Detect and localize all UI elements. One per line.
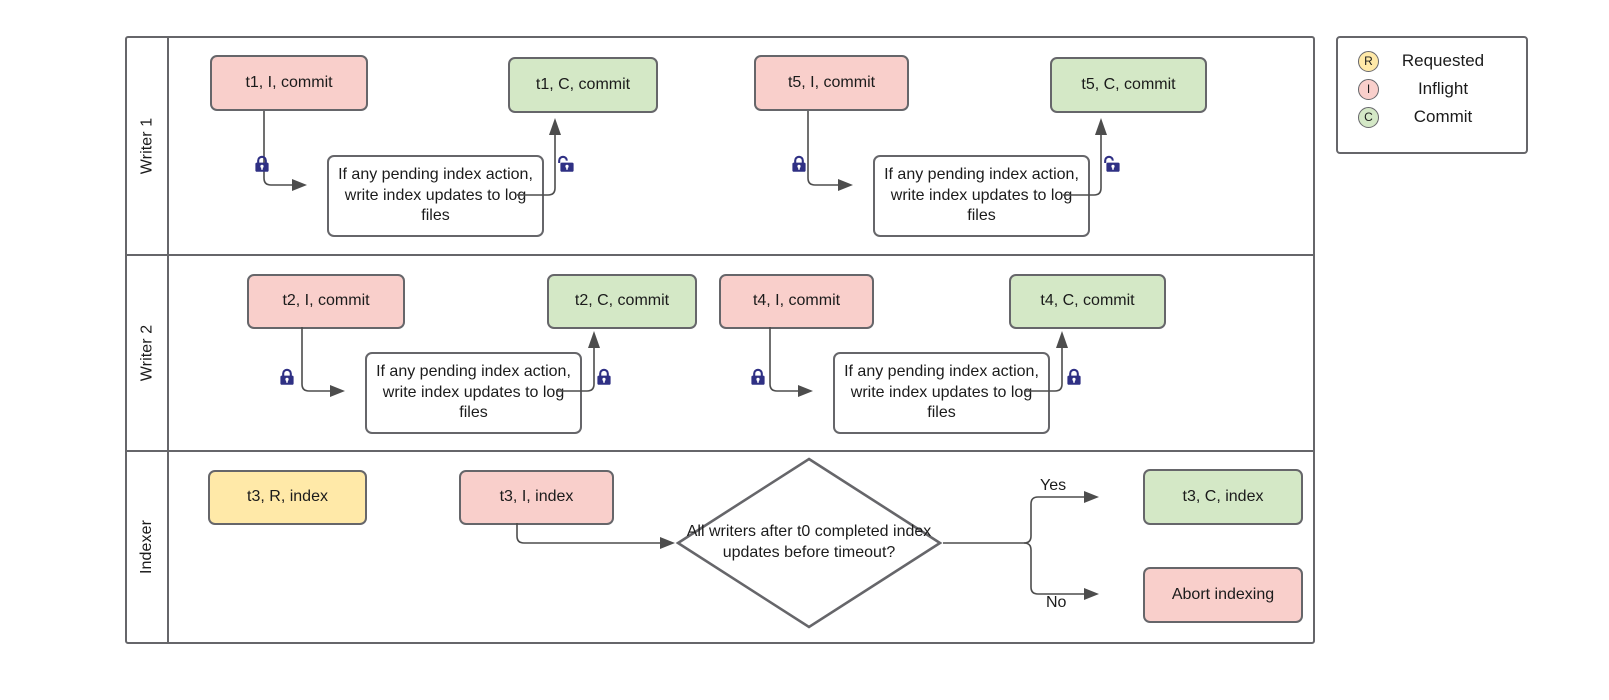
lock-open-icon (555, 154, 575, 174)
node-t5-commit[interactable]: t5, C, commit (1050, 57, 1207, 113)
lock-open-icon (1101, 154, 1121, 174)
node-t1-commit[interactable]: t1, C, commit (508, 57, 658, 113)
node-t1-process[interactable]: If any pending index action, write index… (327, 155, 544, 237)
node-t5-inflight[interactable]: t5, I, commit (754, 55, 909, 111)
node-t4-commit[interactable]: t4, C, commit (1009, 274, 1166, 329)
legend-label-commit: Commit (1413, 107, 1473, 126)
node-abort-indexing[interactable]: Abort indexing (1143, 567, 1303, 623)
node-t1-inflight[interactable]: t1, I, commit (210, 55, 368, 111)
node-t3-commit[interactable]: t3, C, index (1143, 469, 1303, 525)
node-t5-process[interactable]: If any pending index action, write index… (873, 155, 1090, 237)
lane-label-writer1: Writer 1 (138, 117, 156, 175)
lane-writer1: Writer 1 t1, I, commit t1, C, commit If … (127, 38, 1313, 256)
swimlane-pool: Writer 1 t1, I, commit t1, C, commit If … (125, 36, 1315, 644)
legend-item-inflight: I Inflight (1358, 76, 1526, 102)
lane-body-writer1: t1, I, commit t1, C, commit If any pendi… (169, 38, 1313, 254)
lane-header-writer2: Writer 2 (127, 256, 169, 450)
legend-label-requested: Requested (1401, 51, 1485, 70)
decision-diamond[interactable]: All writers after t0 completed index upd… (675, 456, 943, 630)
lock-closed-icon (1064, 367, 1084, 387)
lane-writer2: Writer 2 t2, I, commit t2, C, commit If … (127, 256, 1313, 452)
lane-label-indexer: Indexer (138, 519, 156, 575)
node-t4-process[interactable]: If any pending index action, write index… (833, 352, 1050, 434)
lane-header-writer1: Writer 1 (127, 38, 169, 254)
lock-closed-icon (252, 154, 272, 174)
node-t2-inflight[interactable]: t2, I, commit (247, 274, 405, 329)
lock-closed-icon (748, 367, 768, 387)
lane-label-writer2: Writer 2 (138, 324, 156, 382)
lane-indexer: Indexer t3, R, index t3, I, index t3, C,… (127, 452, 1313, 642)
lane-body-indexer: t3, R, index t3, I, index t3, C, index A… (169, 452, 1313, 642)
legend-item-requested: R Requested (1358, 48, 1526, 74)
lock-closed-icon (594, 367, 614, 387)
legend-badge-inflight-icon: I (1358, 78, 1379, 100)
node-t4-inflight[interactable]: t4, I, commit (719, 274, 874, 329)
legend-item-commit: C Commit (1358, 104, 1526, 130)
lane-header-indexer: Indexer (127, 452, 169, 642)
lock-closed-icon (789, 154, 809, 174)
legend-panel: R Requested I Inflight C Commit (1336, 36, 1528, 154)
node-t3-inflight[interactable]: t3, I, index (459, 470, 614, 525)
node-t2-process[interactable]: If any pending index action, write index… (365, 352, 582, 434)
legend-badge-requested-icon: R (1358, 50, 1379, 72)
edge-label-yes: Yes (1040, 477, 1067, 494)
node-t2-commit[interactable]: t2, C, commit (547, 274, 697, 329)
edge-label-no: No (1046, 594, 1067, 611)
lane-body-writer2: t2, I, commit t2, C, commit If any pendi… (169, 256, 1313, 450)
legend-label-inflight: Inflight (1417, 79, 1469, 98)
lock-closed-icon (277, 367, 297, 387)
node-t3-requested[interactable]: t3, R, index (208, 470, 367, 525)
legend-badge-commit-icon: C (1358, 106, 1379, 128)
